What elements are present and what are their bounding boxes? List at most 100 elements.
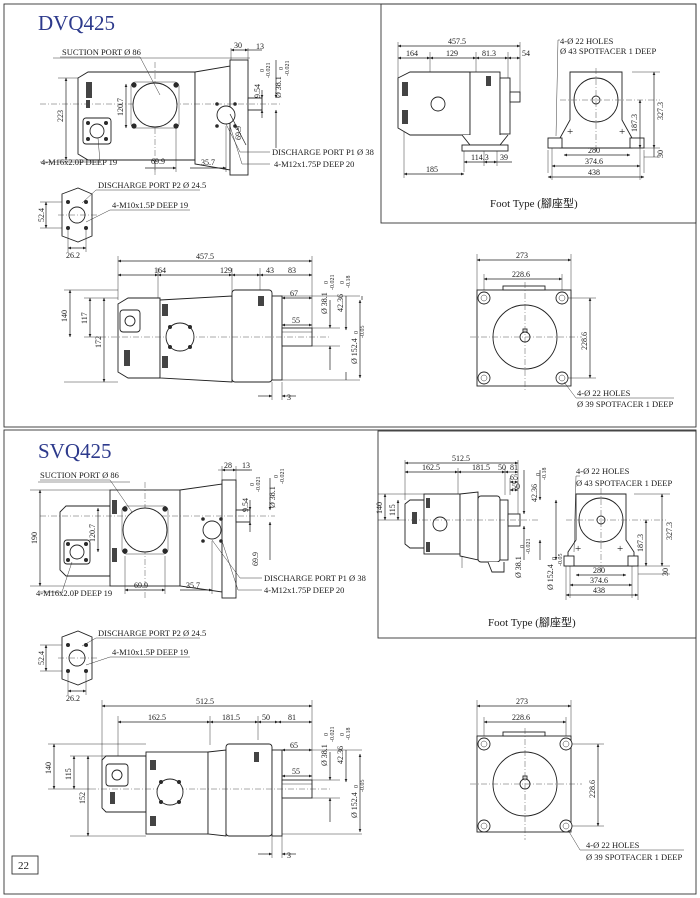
svq-key-w-tol-top: 0	[250, 483, 256, 486]
svq-foot-key: 42.36	[530, 484, 539, 502]
dvq-front-key-tol-bot: -0.18	[346, 276, 352, 289]
svq-flange-view	[470, 700, 684, 851]
dvq-side-shaft-tol-bot: -0.021	[285, 61, 291, 77]
svq-suction-label: SUCTION PORT Ø 86	[40, 470, 119, 480]
svq-foot-d140: 140	[375, 502, 384, 514]
svq-front-d140: 140	[44, 762, 53, 774]
dvq-d223: 223	[56, 110, 65, 122]
svq-front-pilot: Ø 152.4	[350, 792, 359, 818]
dvq-p2-detail	[40, 187, 200, 252]
svq-front-d65: 65	[290, 741, 298, 750]
dvq-front-key: 42.36	[336, 294, 345, 312]
dvq-foot-d438: 438	[588, 168, 600, 177]
svq-foot-pilot-tol-top: 0	[552, 557, 558, 560]
svq-bolt-b: 4-M12x1.75P DEEP 20	[264, 585, 344, 595]
svq-front-shaft-tol-top: 0	[324, 733, 330, 736]
svq-foot-pilot: Ø 152.4	[546, 564, 555, 590]
svq-p2-detail	[40, 630, 200, 695]
dvq-foot-d813: 81.3	[482, 49, 496, 58]
dvq-foot-view: + +	[397, 39, 660, 180]
svq-front-key: 42.36	[336, 746, 345, 764]
svq-key-w: 9.54	[241, 498, 250, 512]
svq-front-d1815: 181.5	[222, 713, 240, 722]
svq-front-d5125: 512.5	[196, 697, 214, 706]
dvq-d699a: 69.9	[151, 157, 165, 166]
dvq-foot-d3746: 374.6	[585, 157, 603, 166]
svq-foot-d30: 30	[661, 568, 670, 576]
dvq-foot-caption: Foot Type (腳座型)	[490, 196, 578, 210]
dvq-key-w-tol-bot: -0.021	[266, 63, 272, 79]
page-number-box	[11, 855, 39, 875]
svq-p2-d524: 52.4	[37, 651, 46, 665]
svq-front-key-tol-top: 0	[340, 733, 346, 736]
dvq-flange-d273: 273	[516, 251, 528, 260]
svq-foot-key-tol-top: 0	[536, 473, 542, 476]
dvq-foot-d30: 30	[656, 150, 665, 158]
svq-front-d152: 152	[78, 792, 87, 804]
dvq-front-pilot-tol-top: 0	[354, 331, 360, 334]
svg-text:+: +	[619, 126, 625, 138]
svq-front-d3: 3	[287, 851, 291, 860]
svq-d357: 35.7	[186, 581, 200, 590]
svq-foot-shaft-tol-top: 0	[520, 545, 526, 548]
dvq-foot-d129: 129	[446, 49, 458, 58]
svq-front-d1625: 162.5	[148, 713, 166, 722]
dvq-front-d83: 83	[288, 266, 296, 275]
svq-foot-d280: 280	[593, 566, 605, 575]
svq-flange-d2286b: 228.6	[588, 780, 597, 798]
svq-foot-d65: 65	[510, 473, 518, 482]
svq-d1207: 120.7	[88, 524, 97, 542]
dvq-d13: 13	[256, 42, 264, 51]
dvq-d1207: 120.7	[116, 98, 125, 116]
dvq-foot-d54: 54	[522, 49, 530, 58]
dvq-flange-view	[470, 254, 674, 399]
svq-front-pilot-tol-bot: -0.05	[360, 780, 366, 793]
dvq-key-w: 9.54	[253, 84, 262, 98]
dvq-foot-d1143: 114.3	[471, 153, 489, 162]
dvq-flange-holes: 4-Ø 22 HOLES	[577, 388, 631, 398]
dvq-front-d140: 140	[60, 310, 69, 322]
dvq-d699b: 69.9	[234, 126, 243, 140]
svq-foot-key-tol-bot: -0.18	[542, 468, 548, 481]
dvq-front-pilot-tol-bot: -0.05	[360, 326, 366, 339]
svq-foot-d115: 115	[388, 504, 397, 516]
svq-front-shaft-tol-bot: -0.021	[330, 727, 336, 743]
svq-front-d50: 50	[262, 713, 270, 722]
svq-side-shaft: Ø 38.1	[268, 486, 277, 508]
dvq-p2-d262: 26.2	[66, 251, 80, 260]
svq-front-view	[48, 700, 362, 858]
dvq-front-d4575: 457.5	[196, 252, 214, 261]
svq-flange-d2286a: 228.6	[512, 713, 530, 722]
svq-foot-view: + +	[378, 460, 670, 600]
dvq-front-d172: 172	[94, 336, 103, 348]
dvq-bolt-b: 4-M12x1.75P DEEP 20	[274, 159, 354, 169]
dvq-foot-d280: 280	[588, 146, 600, 155]
svq-d699a: 69.9	[134, 581, 148, 590]
dvq-title: DVQ425	[38, 11, 115, 35]
page-number: 22	[18, 860, 29, 872]
dvq-front-pilot: Ø 152.4	[350, 338, 359, 364]
dvq-front-d55: 55	[292, 316, 300, 325]
svq-key-w-tol-bot: -0.021	[256, 477, 262, 493]
svq-foot-d1625: 162.5	[422, 463, 440, 472]
svq-foot-pilot-tol-bot: -0.05	[558, 554, 564, 567]
svq-p2-label: DISCHARGE PORT P2 Ø 24.5	[98, 628, 206, 638]
dvq-front-d3: 3	[287, 393, 291, 402]
svq-foot-d438: 438	[593, 586, 605, 595]
dvq-suction-label: SUCTION PORT Ø 86	[62, 47, 141, 57]
dvq-front-view	[64, 256, 363, 400]
svq-foot-d5125: 512.5	[452, 454, 470, 463]
dvq-foot-d1873: 187.3	[630, 114, 639, 132]
dvq-flange-d2286b: 228.6	[580, 332, 589, 350]
dvq-flange-spot: Ø 39 SPOTFACER 1 DEEP	[577, 399, 673, 409]
svq-foot-spot: Ø 43 SPOTFACER 1 DEEP	[576, 478, 672, 488]
svq-side-shaft-tol-top: 0	[274, 475, 280, 478]
dvq-front-d164: 164	[154, 266, 166, 275]
dvq-foot-spot: Ø 43 SPOTFACER 1 DEEP	[560, 46, 656, 56]
svq-flange-d273: 273	[516, 697, 528, 706]
dvq-front-d67: 67	[290, 289, 298, 298]
svg-text:+: +	[575, 543, 581, 555]
svq-foot-d50: 50	[498, 463, 506, 472]
svg-text:+: +	[567, 126, 573, 138]
dvq-side-shaft-tol-top: 0	[279, 67, 285, 70]
